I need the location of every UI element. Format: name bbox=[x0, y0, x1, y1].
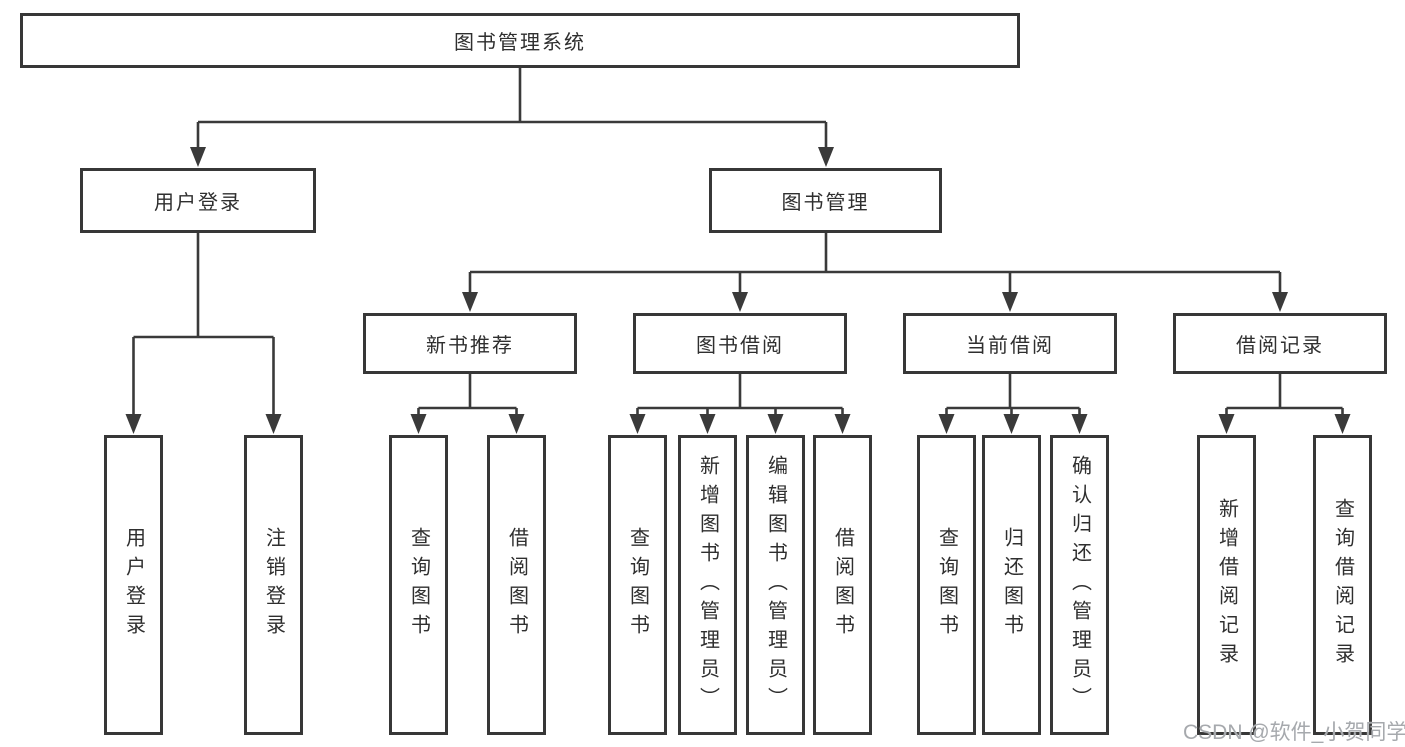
node-new-book-recommend-label: 新书推荐 bbox=[426, 335, 514, 357]
node-book-management: 图书管理 bbox=[709, 168, 942, 233]
leaf-query-books-borrow-label: 查询图书 bbox=[626, 527, 649, 643]
node-book-borrow: 图书借阅 bbox=[633, 313, 847, 374]
leaf-query-books-recommend-label: 查询图书 bbox=[407, 527, 430, 643]
leaf-user-login: 用户登录 bbox=[104, 435, 163, 735]
node-book-management-label: 图书管理 bbox=[781, 192, 870, 214]
leaf-logout: 注销登录 bbox=[244, 435, 303, 735]
leaf-query-books-borrow: 查询图书 bbox=[608, 435, 667, 735]
node-current-borrow-label: 当前借阅 bbox=[966, 335, 1054, 357]
node-new-book-recommend: 新书推荐 bbox=[363, 313, 577, 374]
leaf-borrow-books: 借阅图书 bbox=[813, 435, 872, 735]
leaf-query-books-current: 查询图书 bbox=[917, 435, 976, 735]
leaf-return-books-label: 归还图书 bbox=[1000, 527, 1023, 643]
leaf-borrow-books-label: 借阅图书 bbox=[831, 527, 854, 643]
leaf-add-borrow-record: 新增借阅记录 bbox=[1197, 435, 1256, 735]
leaf-user-login-label: 用户登录 bbox=[122, 527, 145, 643]
leaf-query-books-recommend: 查询图书 bbox=[389, 435, 448, 735]
leaf-add-books-admin-label: 新增图书（管理员） bbox=[696, 454, 719, 716]
leaf-confirm-return-admin-label: 确认归还（管理员） bbox=[1068, 454, 1091, 716]
node-root: 图书管理系统 bbox=[20, 13, 1020, 68]
leaf-borrow-books-recommend: 借阅图书 bbox=[487, 435, 546, 735]
node-book-borrow-label: 图书借阅 bbox=[696, 335, 784, 357]
node-user-login: 用户登录 bbox=[80, 168, 316, 233]
leaf-query-borrow-record: 查询借阅记录 bbox=[1313, 435, 1372, 735]
node-current-borrow: 当前借阅 bbox=[903, 313, 1117, 374]
leaf-edit-books-admin-label: 编辑图书（管理员） bbox=[764, 454, 787, 716]
leaf-query-borrow-record-label: 查询借阅记录 bbox=[1331, 498, 1354, 672]
leaf-logout-label: 注销登录 bbox=[262, 527, 285, 643]
node-root-label: 图书管理系统 bbox=[454, 32, 586, 54]
node-borrow-record-label: 借阅记录 bbox=[1236, 335, 1324, 357]
leaf-query-books-current-label: 查询图书 bbox=[935, 527, 958, 643]
leaf-edit-books-admin: 编辑图书（管理员） bbox=[746, 435, 805, 735]
leaf-return-books: 归还图书 bbox=[982, 435, 1041, 735]
leaf-confirm-return-admin: 确认归还（管理员） bbox=[1050, 435, 1109, 735]
leaf-borrow-books-recommend-label: 借阅图书 bbox=[505, 527, 528, 643]
leaf-add-borrow-record-label: 新增借阅记录 bbox=[1215, 498, 1238, 672]
node-borrow-record: 借阅记录 bbox=[1173, 313, 1387, 374]
node-user-login-label: 用户登录 bbox=[154, 192, 242, 214]
leaf-add-books-admin: 新增图书（管理员） bbox=[678, 435, 737, 735]
